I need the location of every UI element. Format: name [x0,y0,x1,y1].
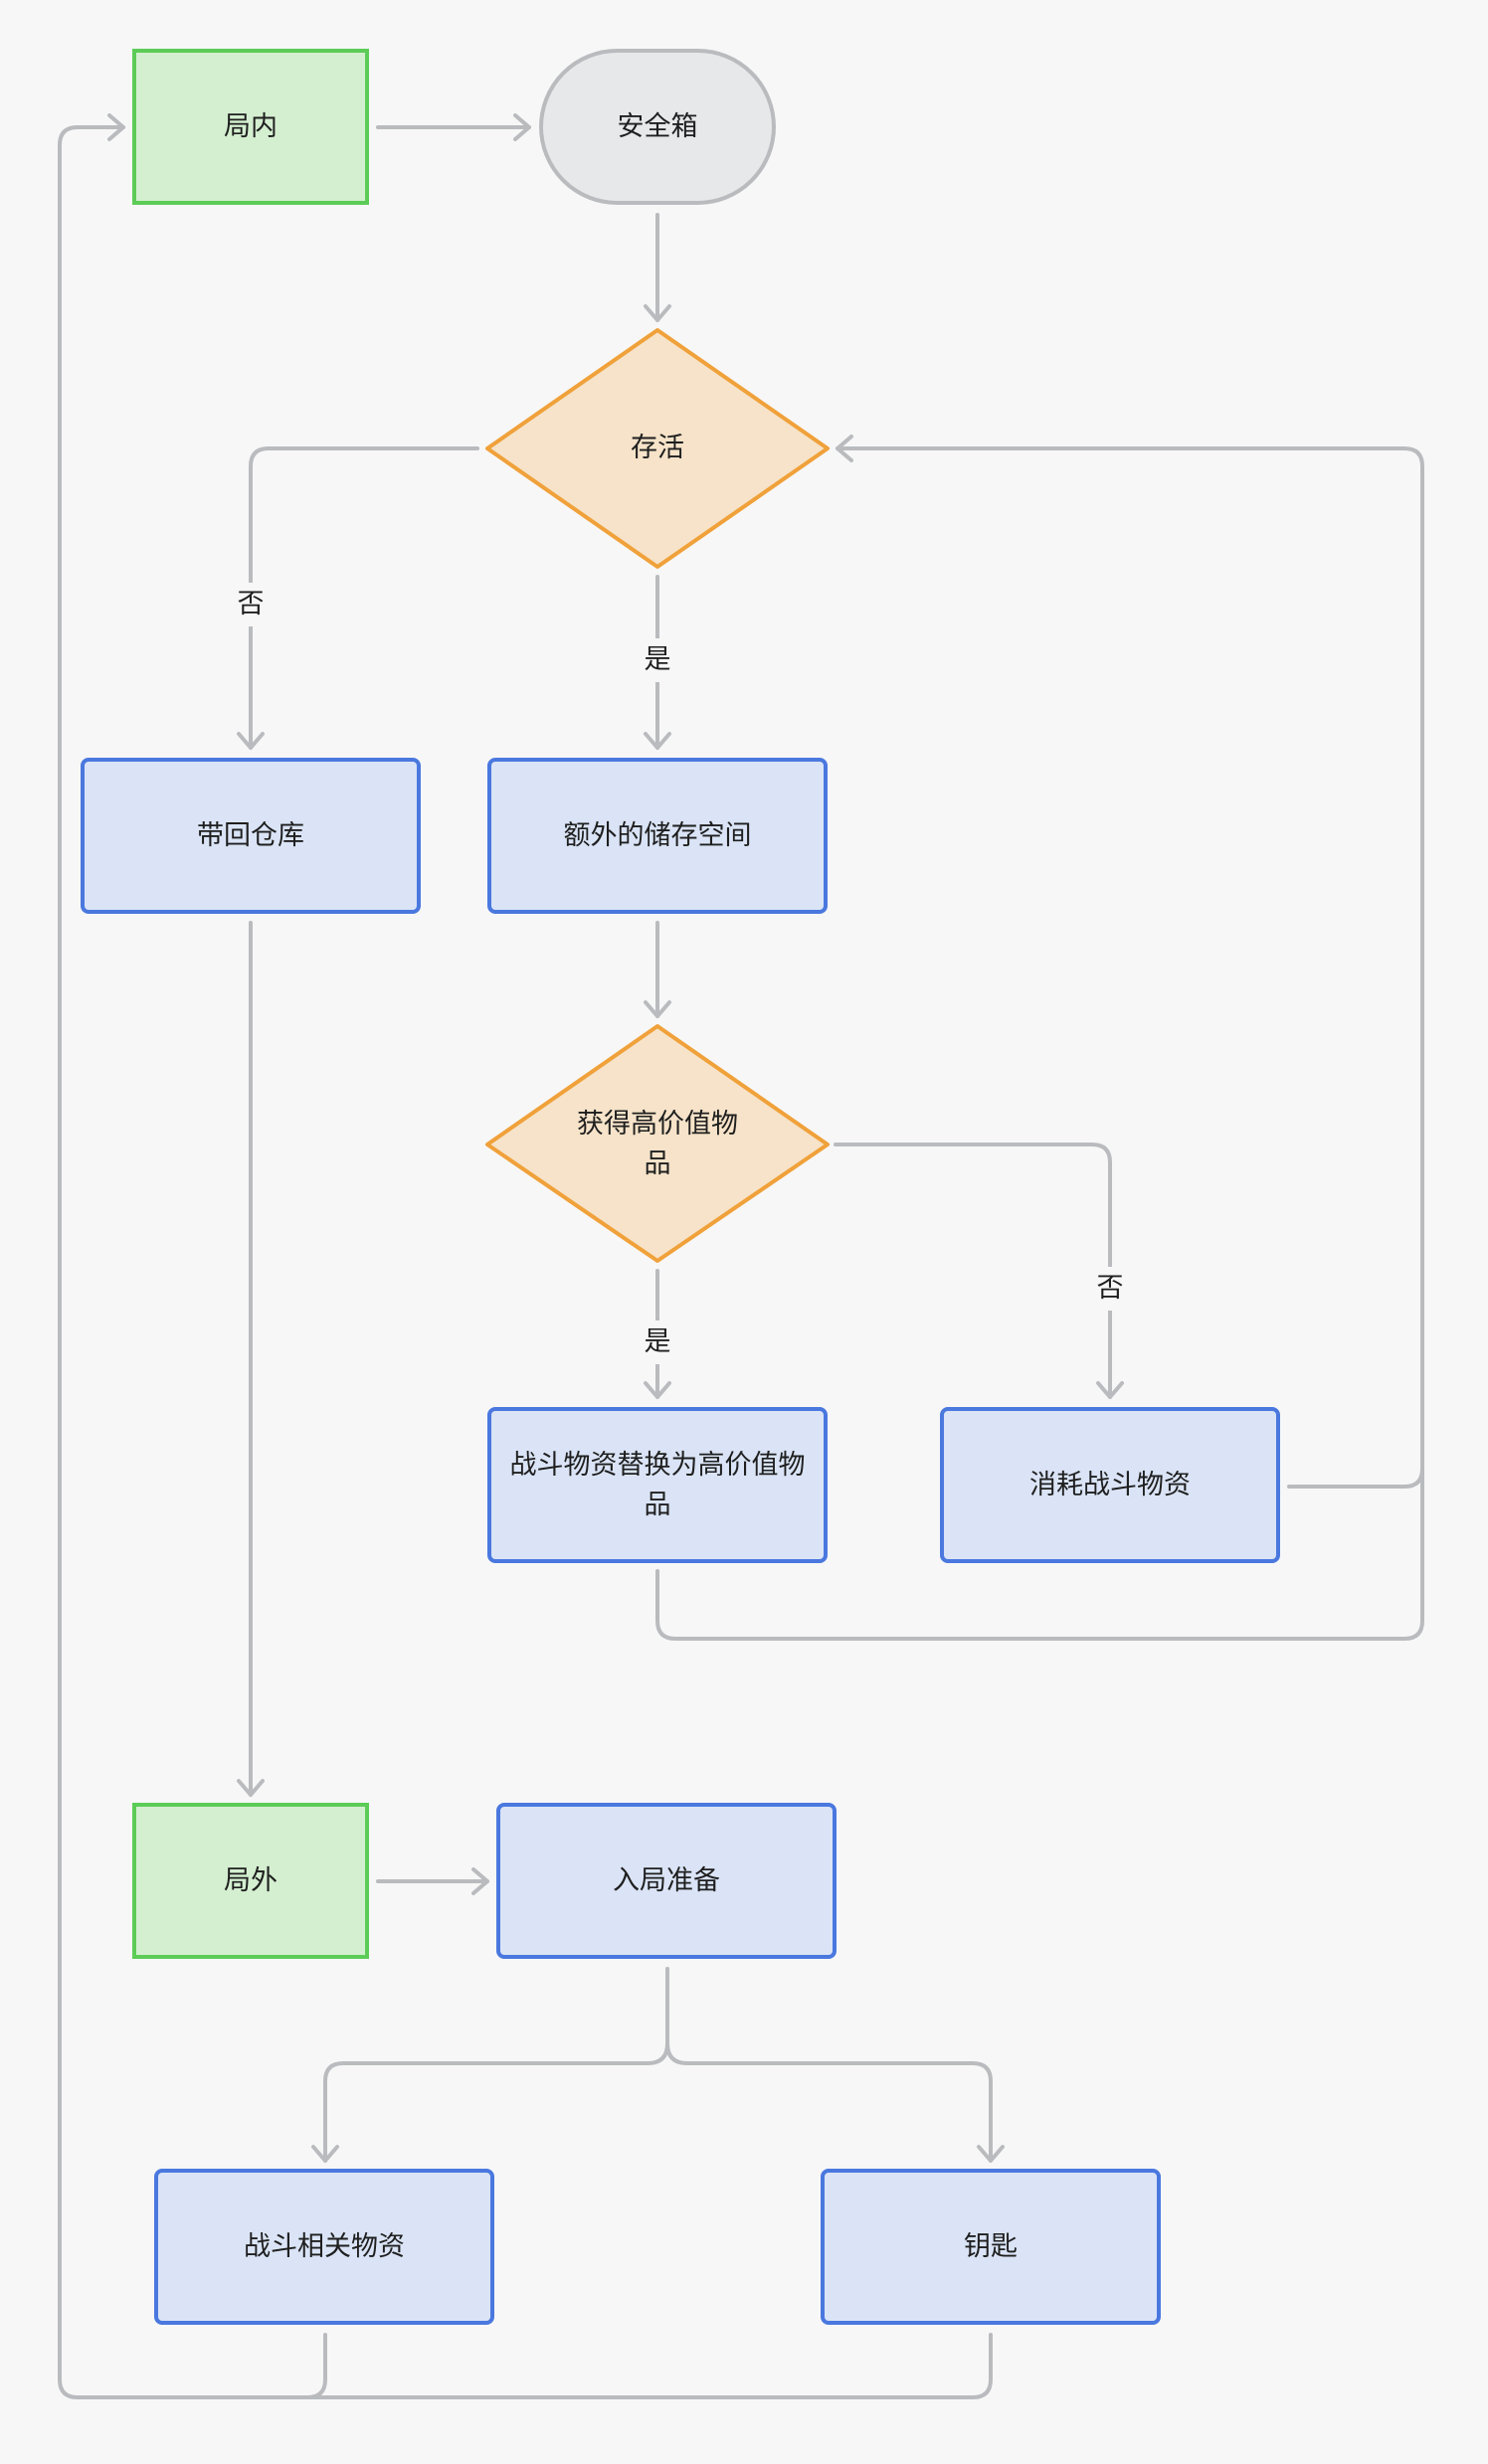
arrowhead [1096,1381,1124,1399]
edge-label-value-no: 否 [1090,1267,1130,1311]
edge-survive-no [249,446,479,750]
node-in-game: 局内 [132,49,369,205]
node-key-label: 钥匙 [964,2230,1018,2262]
node-extra-storage: 额外的储存空间 [487,758,828,914]
node-key: 钥匙 [821,2169,1161,2325]
decision-survive-label: 存活 [631,433,684,463]
edge-consume-loop [1287,1467,1424,1489]
decision-survive: 存活 [557,409,758,488]
arrowhead [513,113,531,141]
decision-survive-shape [485,328,830,569]
arrowhead [311,2145,339,2163]
edge-label-survive-no: 否 [231,583,271,626]
arrowhead [644,1000,671,1018]
node-combat-supplies-label: 战斗相关物资 [244,2230,405,2262]
edge-value-no [834,1143,1112,1399]
arrowhead [107,113,125,141]
decision-high-value: 获得高价值物品 [567,1105,748,1184]
node-replace-supplies: 战斗物资替换为高价值物品 [487,1407,828,1563]
arrowhead [644,1381,671,1399]
node-bring-back: 带回仓库 [81,758,421,914]
arrowhead [471,1867,489,1895]
node-prepare: 入局准备 [496,1803,837,1959]
node-prepare-label: 入局准备 [613,1864,720,1896]
edge-replace-loop [655,446,1424,1641]
edge-key-return [305,2333,993,2399]
node-consume-supplies: 消耗战斗物资 [940,1407,1280,1563]
arrowhead [977,2145,1005,2163]
decision-high-value-shape [485,1024,830,1263]
node-in-game-label: 局内 [224,110,278,142]
node-consume-supplies-label: 消耗战斗物资 [1029,1469,1191,1500]
decision-high-value-label: 获得高价值物品 [577,1109,738,1179]
node-replace-supplies-label: 战斗物资替换为高价值物品 [509,1449,806,1520]
node-extra-storage-label: 额外的储存空间 [563,819,752,851]
node-out-game-label: 局外 [224,1864,278,1896]
edge-label-survive-yes: 是 [638,638,677,682]
node-combat-supplies: 战斗相关物资 [154,2169,494,2325]
edge-label-value-yes: 是 [638,1320,677,1364]
arrowhead [237,1779,265,1797]
node-out-game: 局外 [132,1803,369,1959]
edge-supplies-return [58,125,327,2399]
edge-prepare-split-right [665,2041,993,2163]
arrowhead [644,304,671,322]
arrowhead [644,732,671,750]
node-bring-back-label: 带回仓库 [197,819,304,851]
node-safe-box: 安全箱 [539,49,776,205]
arrowhead [836,435,853,462]
arrowhead [237,732,265,750]
edge-prepare-split [323,1967,669,2163]
node-safe-box-label: 安全箱 [617,110,698,142]
